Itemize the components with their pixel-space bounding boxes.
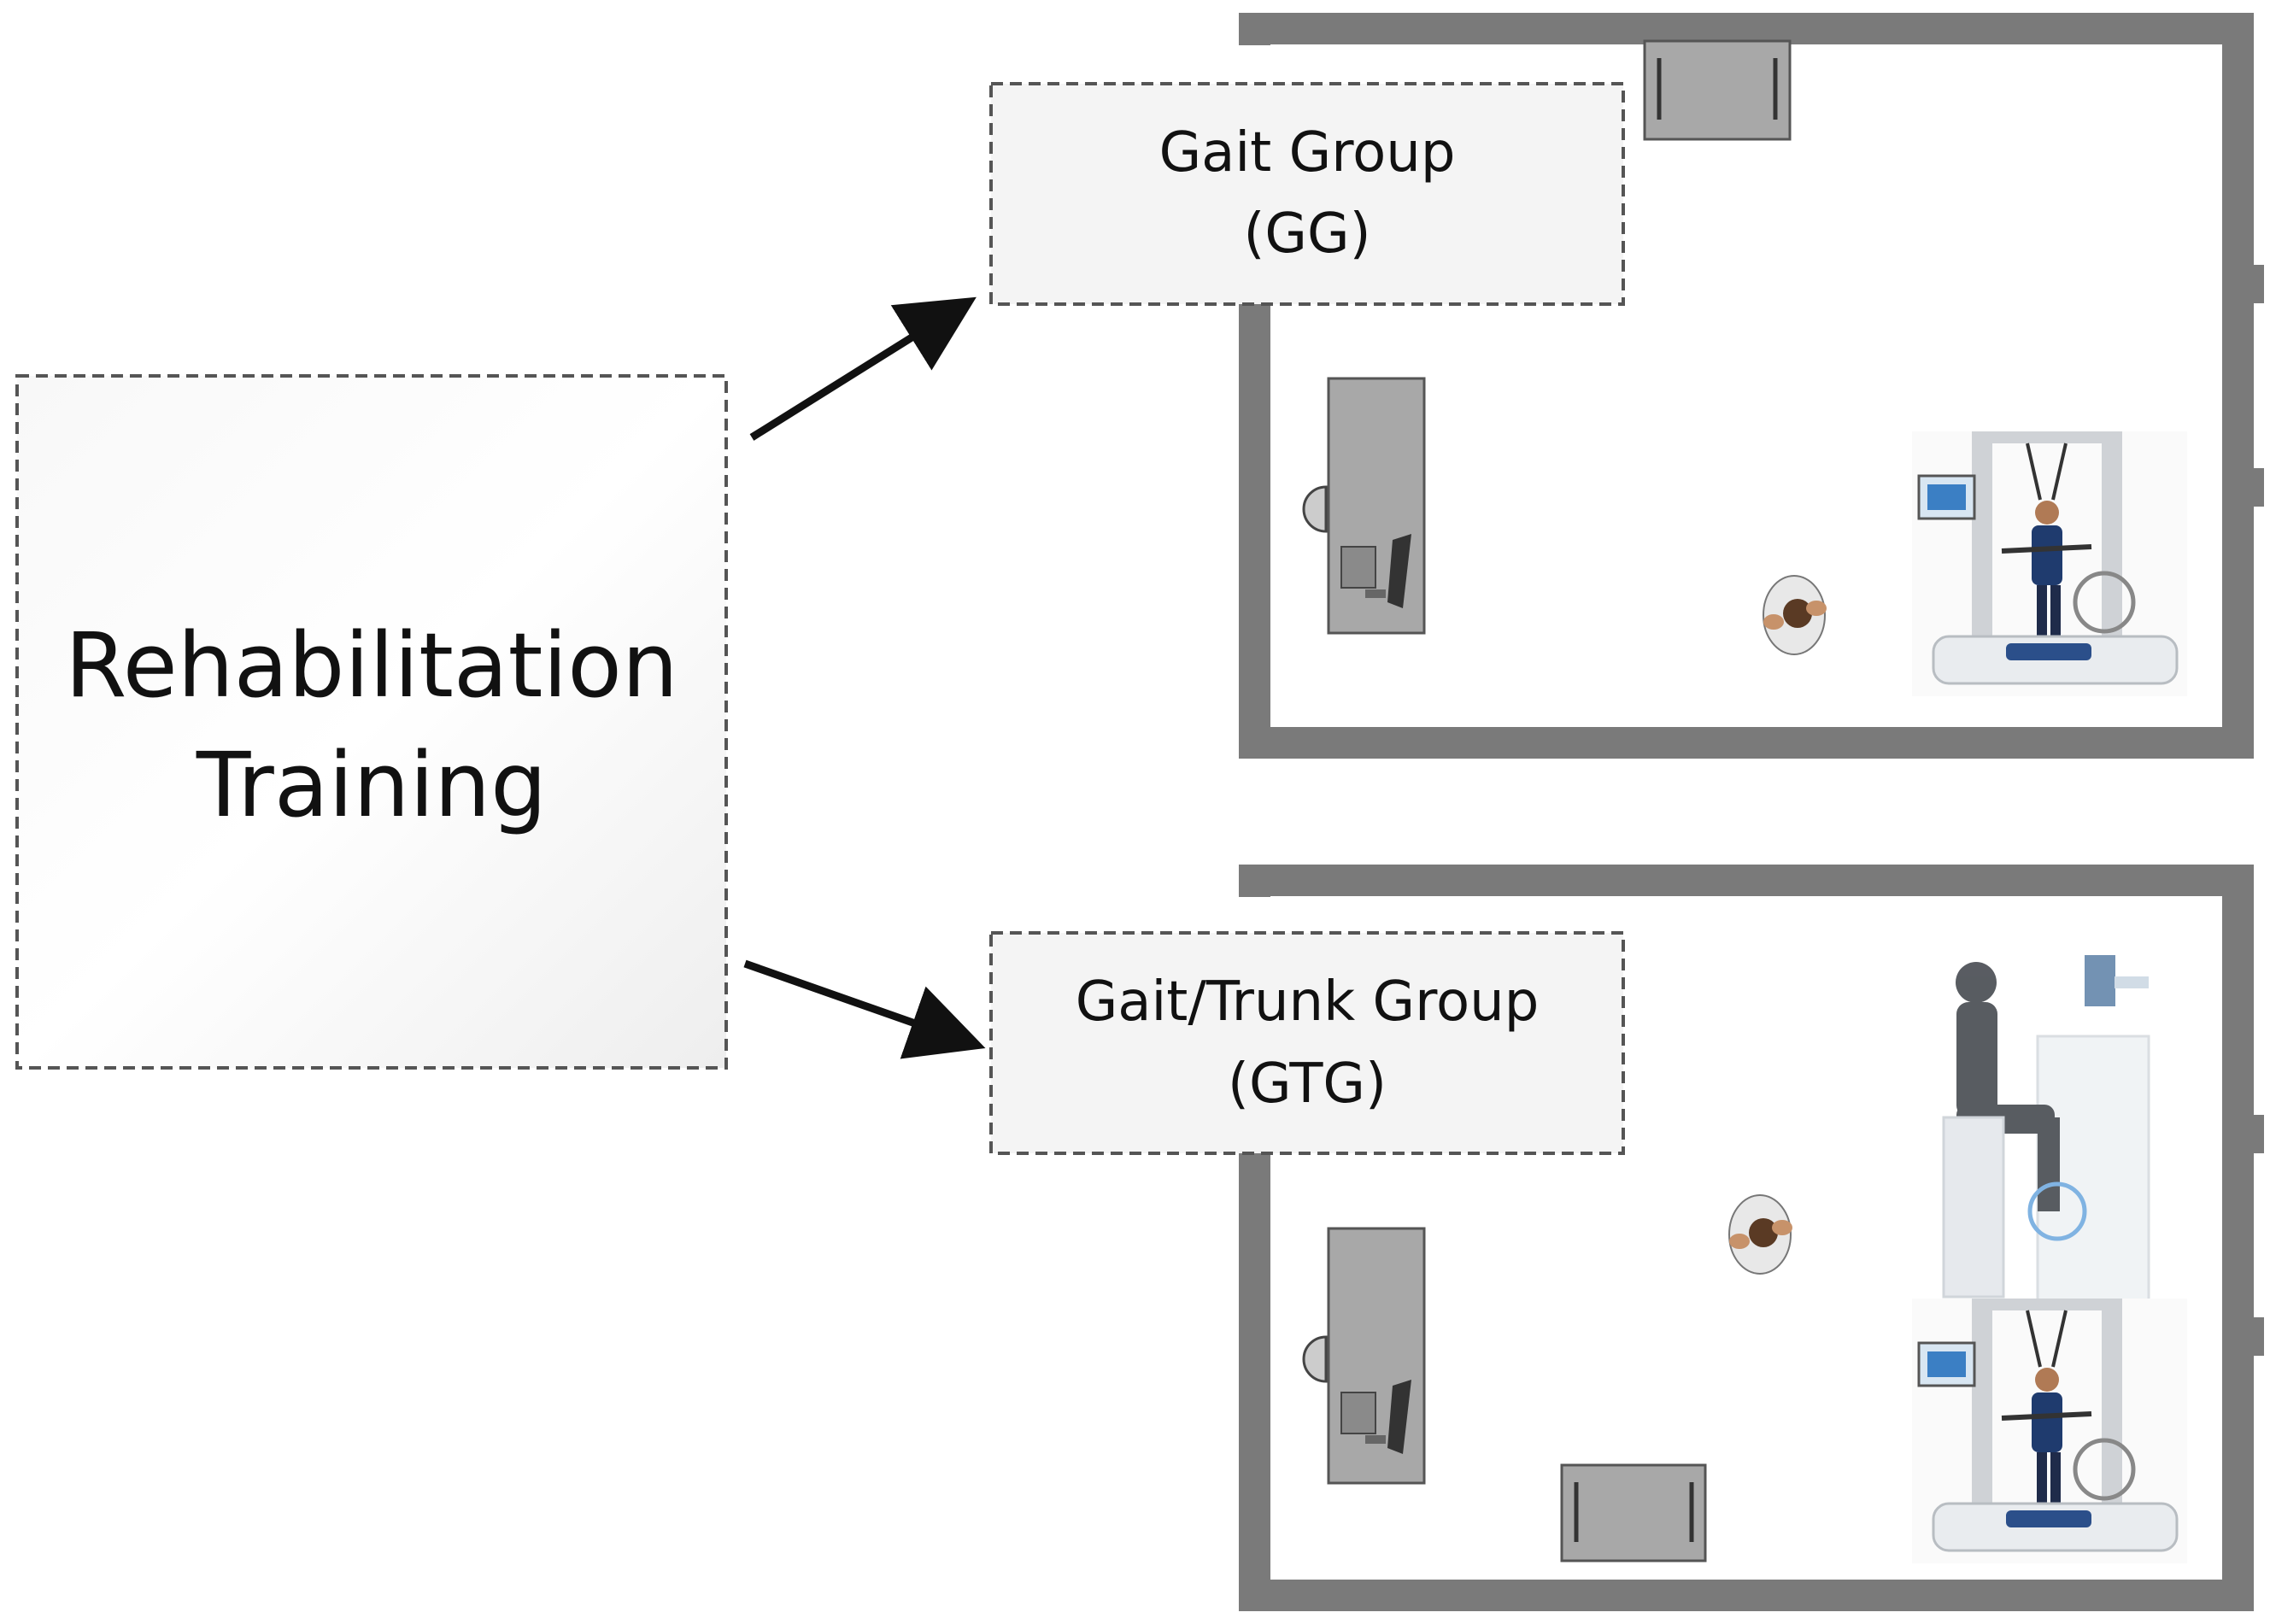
wall-marker	[2226, 468, 2264, 507]
wall-marker	[2226, 1317, 2264, 1356]
room-wall-left	[1239, 1149, 1271, 1611]
chair-icon	[1302, 1335, 1328, 1383]
room-wall-left	[1239, 299, 1271, 759]
computer-icon	[1340, 1380, 1411, 1454]
gait-group-abbr: (GG)	[1243, 202, 1370, 266]
main-title-line1: Rehabilitation	[65, 613, 678, 718]
gait-group-box: Gait Group (GG)	[989, 82, 1625, 306]
treadmill-robot-icon	[1912, 1299, 2187, 1563]
wall-marker	[2226, 1115, 2264, 1153]
room-wall-top	[1239, 865, 2254, 897]
room-gait-trunk-group	[1239, 865, 2264, 1611]
bench-icon	[1643, 39, 1792, 141]
room-wall-right	[2221, 865, 2254, 1608]
gait-trunk-group-name: Gait/Trunk Group	[1076, 970, 1540, 1034]
room-wall-right	[2221, 13, 2254, 756]
bench-icon	[1560, 1463, 1707, 1562]
arrow-to-gait-trunk-group	[743, 959, 986, 1059]
desk-icon	[1327, 1227, 1426, 1485]
rehabilitation-training-box: Rehabilitation Training	[15, 374, 728, 1070]
gait-group-name: Gait Group	[1159, 121, 1456, 185]
chair-icon	[1302, 485, 1328, 533]
gait-trunk-group-box: Gait/Trunk Group (GTG)	[989, 931, 1625, 1155]
room-gait-group	[1239, 13, 2264, 759]
trunk-trainer-icon	[1942, 955, 2150, 1303]
main-title-line2: Training	[196, 733, 547, 837]
wall-marker	[2226, 265, 2264, 303]
room-wall-bottom	[1239, 1579, 2254, 1611]
person-top-view-icon	[1763, 575, 1827, 655]
arrow-to-gait-group	[749, 296, 977, 441]
gait-trunk-group-abbr: (GTG)	[1228, 1052, 1387, 1116]
computer-icon	[1340, 534, 1411, 608]
person-top-view-icon	[1728, 1194, 1792, 1275]
treadmill-robot-icon	[1912, 431, 2187, 696]
room-wall-bottom	[1239, 726, 2254, 759]
